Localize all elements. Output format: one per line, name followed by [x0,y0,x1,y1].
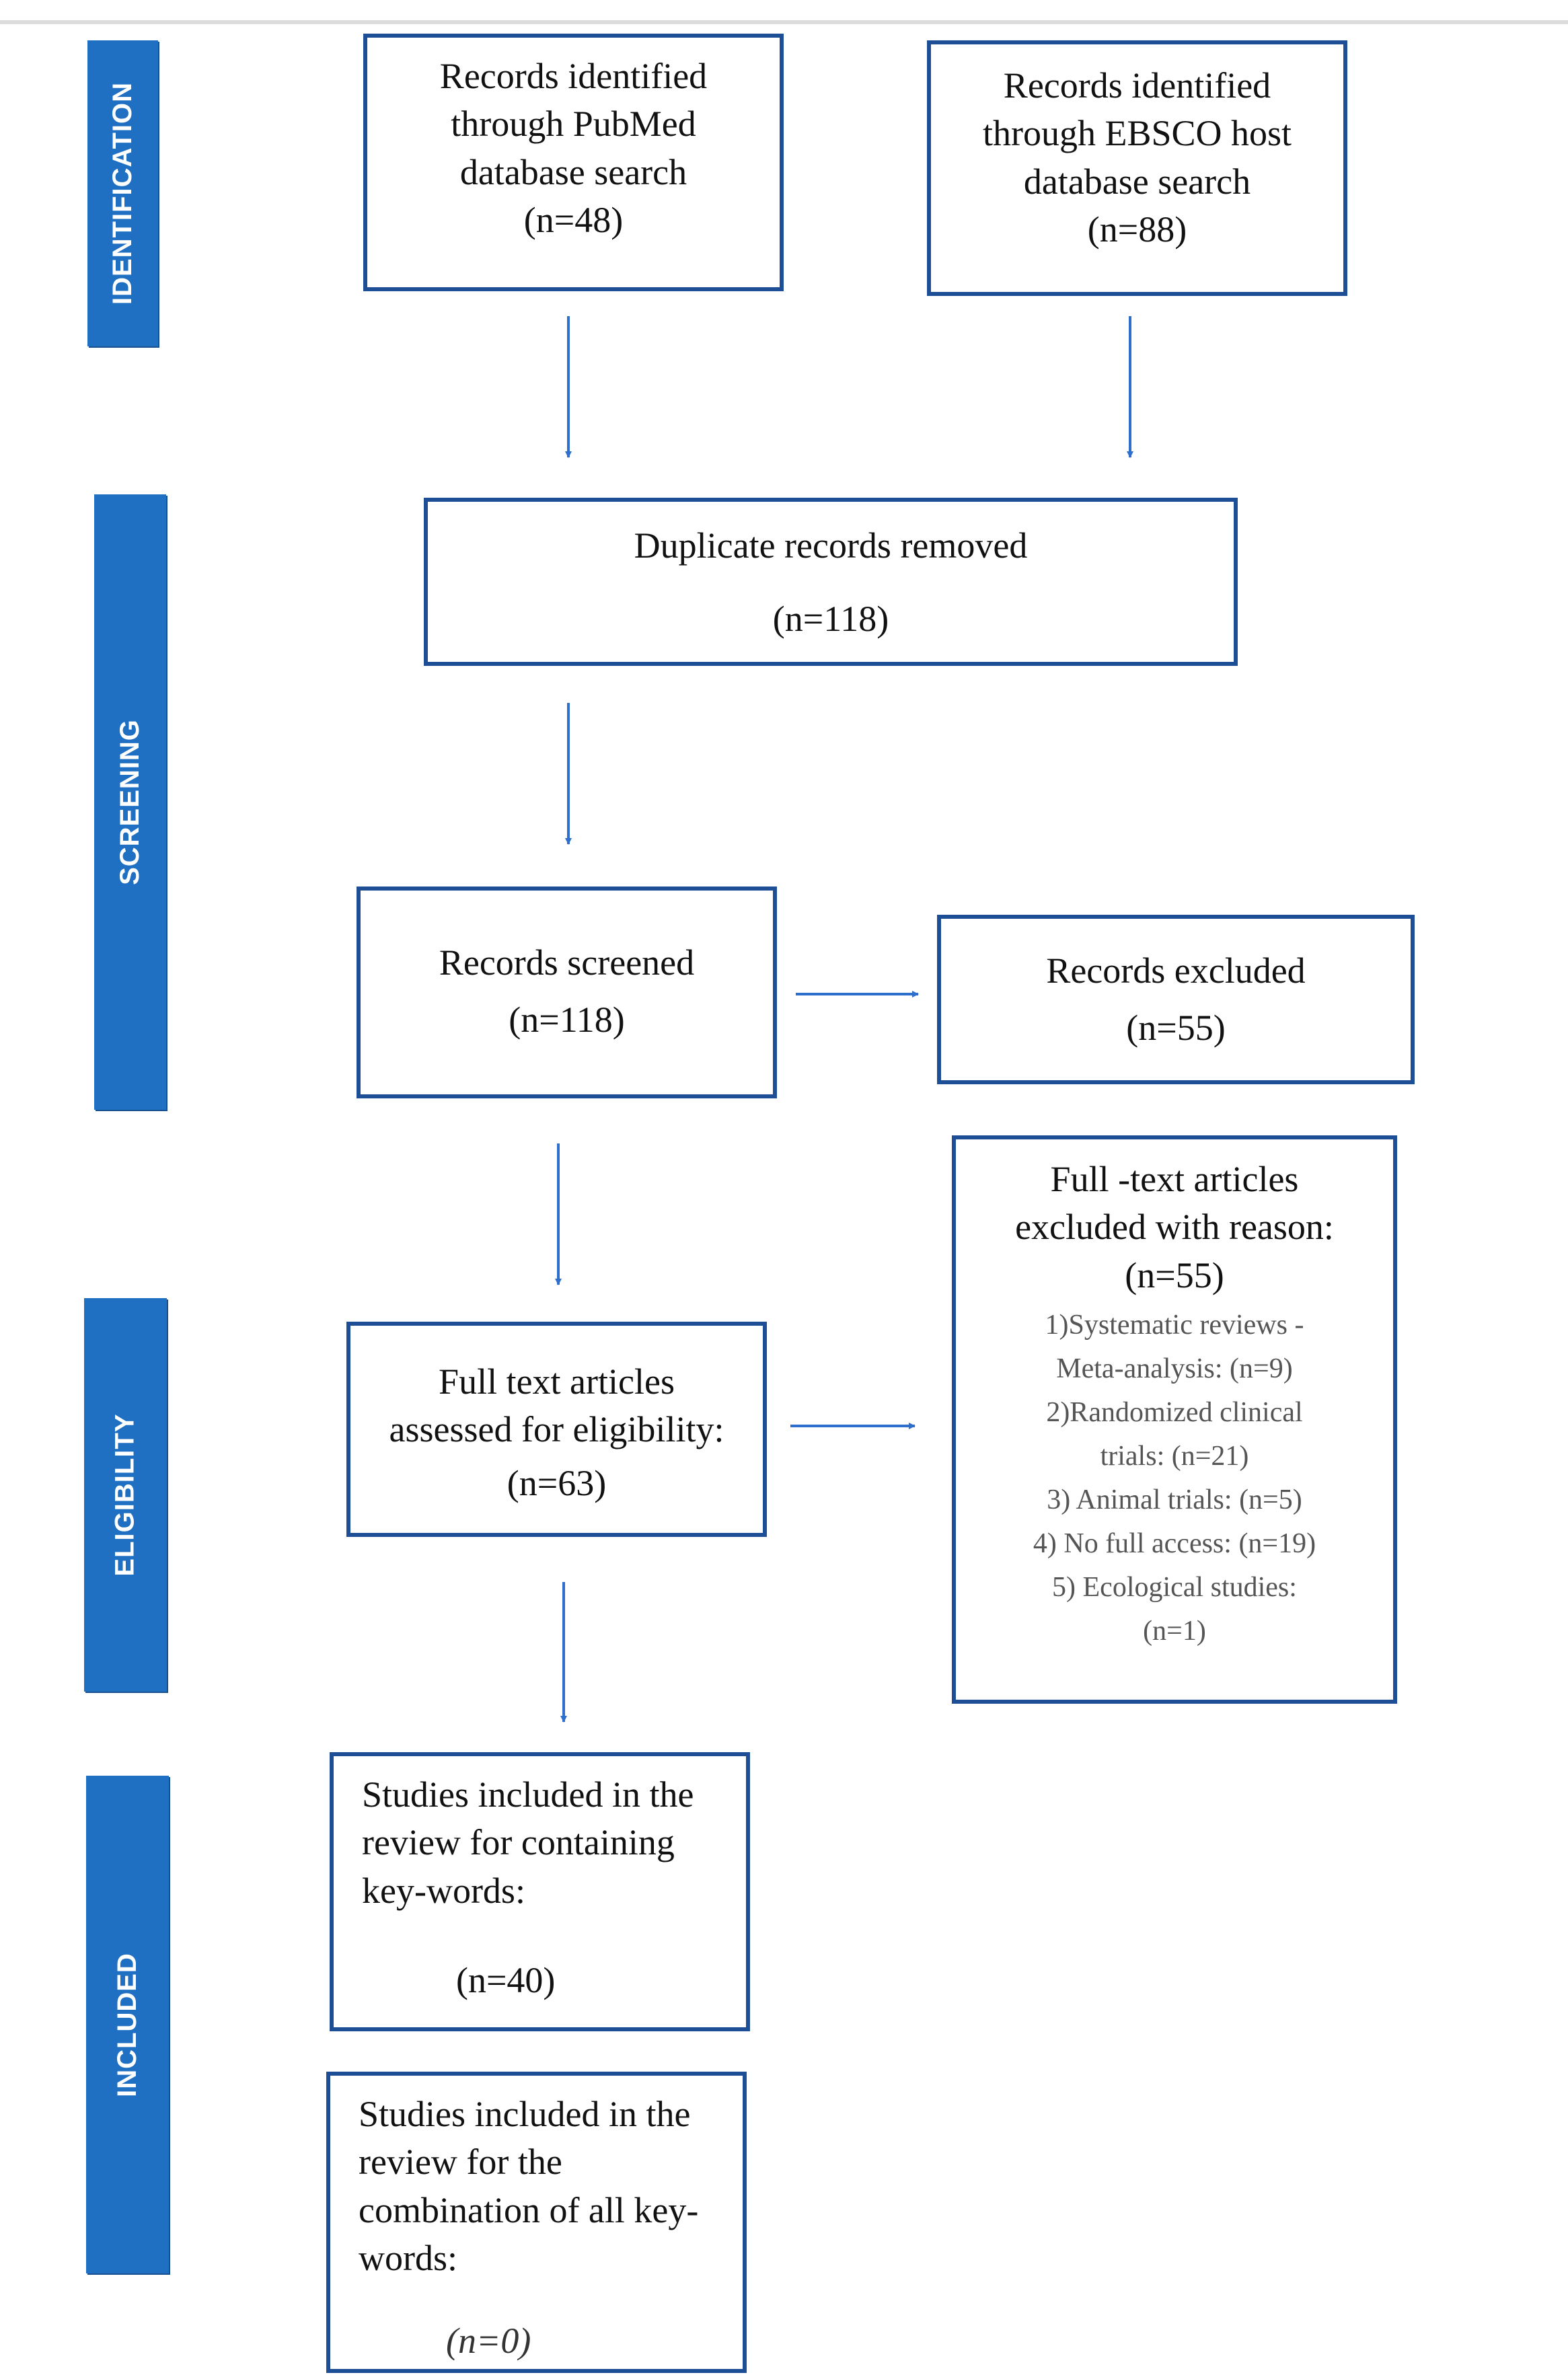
fulltext-assessed-count: (n=63) [507,1462,607,1503]
phase-label-screening: SCREENING [94,494,166,1110]
pubmed-line-2: through PubMed [451,104,696,145]
fulltext-excluded-line-1: Full -text articles [1050,1159,1299,1199]
included-combination-line-2: review for the [359,2142,562,2183]
duplicates-count: (n=118) [772,599,889,640]
fulltext-excluded-count: (n=55) [1125,1254,1224,1295]
ebsco-records-box: Records identified through EBSCO host da… [927,40,1347,296]
exclusion-reason-2b: trials: (n=21) [1100,1441,1249,1472]
fulltext-assessed-line-1: Full text articles [439,1361,675,1402]
included-combination-box: Studies included in the review for the c… [326,2072,747,2373]
pubmed-line-3: database search [459,151,687,192]
excluded-count: (n=55) [1126,1008,1226,1049]
included-keywords-line-2: review for containing [362,1822,675,1863]
included-combination-line-4: words: [359,2237,457,2278]
top-divider [0,20,1568,24]
included-keywords-line-1: Studies included in the [362,1774,694,1815]
included-keywords-box: Studies included in the review for conta… [330,1752,750,2031]
records-excluded-box: Records excluded (n=55) [937,915,1415,1084]
duplicates-title: Duplicate records removed [634,525,1028,566]
exclusion-reason-2a: 2)Randomized clinical [1046,1396,1303,1428]
phase-label-eligibility: ELIGIBILITY [84,1298,167,1692]
included-keywords-count: (n=40) [456,1959,556,2000]
pubmed-records-box: Records identified through PubMed databa… [363,34,784,291]
fulltext-excluded-line-2: excluded with reason: [1015,1207,1334,1248]
phase-label-identification: IDENTIFICATION [87,40,158,346]
fulltext-assessed-line-2: assessed for eligibility: [389,1409,724,1450]
exclusion-reason-5a: 5) Ecological studies: [1052,1572,1297,1604]
excluded-title: Records excluded [1046,950,1306,991]
exclusion-reasons-list: 1)Systematic reviews - Meta-analysis: (n… [956,1304,1393,1654]
ebsco-count: (n=88) [1087,209,1187,250]
exclusion-reason-4: 4) No full access: (n=19) [1033,1528,1316,1560]
ebsco-line-3: database search [1023,161,1251,202]
records-screened-box: Records screened (n=118) [357,887,777,1098]
screened-count: (n=118) [509,1000,625,1041]
included-combination-line-3: combination of all key- [359,2189,699,2230]
pubmed-line-1: Records identified [439,56,708,96]
exclusion-reason-1b: Meta-analysis: (n=9) [1056,1353,1293,1384]
exclusion-reason-1a: 1)Systematic reviews - [1045,1309,1304,1341]
included-keywords-line-3: key-words: [362,1870,525,1911]
duplicates-removed-box: Duplicate records removed (n=118) [424,498,1238,666]
ebsco-line-1: Records identified [1003,65,1271,106]
exclusion-reason-3: 3) Animal trials: (n=5) [1047,1484,1302,1516]
fulltext-assessed-box: Full text articles assessed for eligibil… [346,1322,767,1537]
pubmed-count: (n=48) [523,199,624,240]
phase-label-included: INCLUDED [86,1776,169,2273]
screened-title: Records screened [439,942,695,983]
included-combination-count: (n=0) [446,2321,531,2362]
fulltext-excluded-box: Full -text articles excluded with reason… [952,1135,1397,1704]
exclusion-reason-5b: (n=1) [1143,1616,1206,1647]
included-combination-line-1: Studies included in the [359,2094,691,2134]
ebsco-line-2: through EBSCO host [982,113,1292,154]
